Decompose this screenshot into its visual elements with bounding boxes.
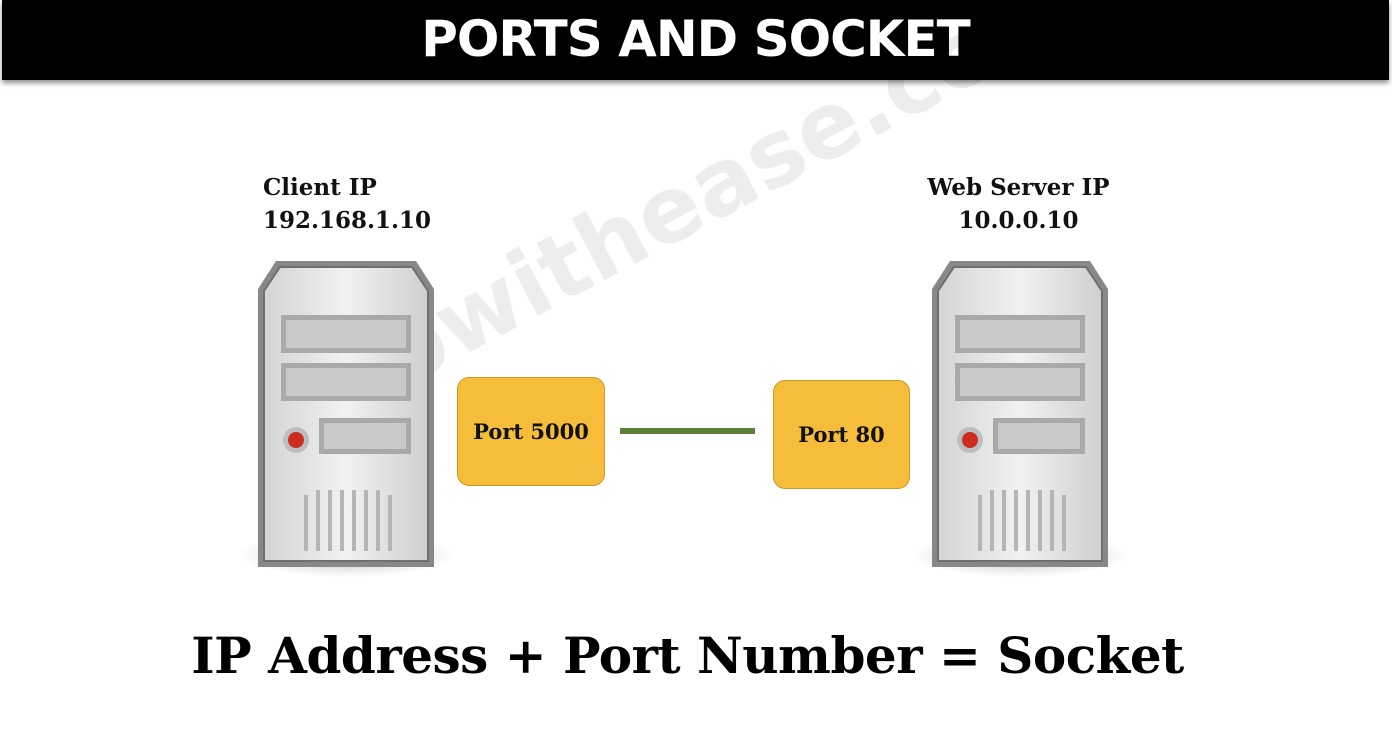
server-port-label: Port 80 (798, 422, 885, 447)
client-port-box: Port 5000 (457, 377, 605, 486)
web-server-icon (912, 261, 1128, 577)
server-port-box: Port 80 (773, 380, 910, 489)
client-ip-address: 192.168.1.10 (263, 207, 432, 234)
server-ip-label: Web Server IP 10.0.0.10 (900, 171, 1137, 237)
socket-formula: IP Address + Port Number = Socket (191, 626, 1184, 685)
server-ip-title: Web Server IP (927, 174, 1110, 201)
client-server-icon (238, 261, 454, 577)
client-port-label: Port 5000 (473, 419, 589, 444)
connection-line (620, 428, 755, 434)
client-ip-label: Client IP 192.168.1.10 (263, 171, 431, 237)
server-ip-address: 10.0.0.10 (958, 207, 1079, 234)
client-ip-title: Client IP (263, 174, 377, 201)
title-bar: PORTS AND SOCKET (2, 0, 1389, 80)
page-title: PORTS AND SOCKET (421, 10, 971, 68)
